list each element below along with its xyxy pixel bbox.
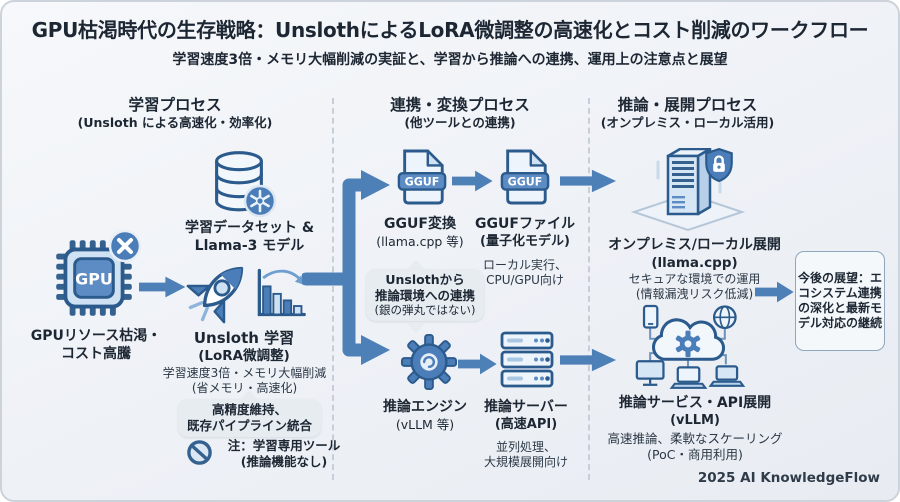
arrow-right-icon (452, 168, 494, 194)
bridge-callout-pointer-bottom (407, 323, 425, 333)
bridge-callout-pointer-top (407, 260, 425, 270)
gguf-file-detail: ローカル実行、 CPU/GPU向け (482, 258, 567, 287)
unsloth-detail: 学習速度3倍・メモリ大幅削減 (省メモリ・高速化) (162, 366, 327, 395)
fork-connector (302, 162, 397, 367)
gguf-file-icon: GGUF (499, 148, 551, 206)
arrow-right-icon (755, 279, 795, 305)
rocket-icon (180, 254, 256, 330)
speedup-chart-icon (250, 262, 308, 322)
column-title: 連携・変換プロセス (390, 96, 530, 114)
footer-credit: 2025 AI KnowledgeFlow (697, 470, 880, 486)
dataset-label: 学習データセット & Llama-3 モデル (184, 220, 315, 254)
column-title: 推論・展開プロセス (617, 96, 758, 114)
ai-model-badge-icon (243, 184, 277, 218)
column-subtitle: (オンプレミス・ローカル活用) (600, 115, 775, 131)
gguf-file-label: GGUFファイル (量子化モデル) (475, 216, 575, 249)
page-title: GPU枯渇時代の生存戦略：UnslothによるLoRA微調整の高速化とコスト削減… (31, 18, 869, 42)
secure-server-icon (628, 148, 748, 234)
error-badge-icon (108, 229, 142, 263)
column-divider (332, 98, 334, 480)
benefit-callout: 高精度維持、 既存パイプライン統合 (178, 399, 321, 438)
column-header-deployment: 推論・展開プロセス (オンプレミス・ローカル活用) (580, 96, 795, 131)
gguf-file-icon: GGUF (396, 148, 448, 206)
benefit-callout-pointer (240, 390, 258, 400)
gguf-badge-text: GGUF (508, 175, 543, 188)
column-subtitle: (Unsloth による高速化・効率化) (77, 115, 273, 131)
server-detail: 並列処理、 大規模展開向け (483, 440, 568, 469)
column-header-conversion: 連携・変換プロセス (他ツールとの連携) (350, 96, 570, 131)
gpu-shortage-label: GPUリソース枯渇・ コスト高騰 (30, 328, 162, 362)
column-divider (588, 98, 590, 480)
page-subtitle: 学習速度3倍・メモリ大幅削減の実証と、学習から推論への連携、運用上の注意点と展望 (172, 52, 728, 68)
service-detail: 高速推論、柔軟なスケーリング (PoC・商用利用) (607, 431, 783, 462)
shield-lock-icon (704, 148, 734, 182)
column-header-learning: 学習プロセス (Unsloth による高速化・効率化) (65, 96, 285, 131)
gguf-convert-label: GGUF変換 (llama.cpp 等) (376, 216, 464, 249)
column-title: 学習プロセス (128, 96, 222, 114)
arrow-right-icon (139, 274, 187, 300)
gpu-chip-text: GPU (75, 269, 113, 288)
onprem-detail: セキュアな環境での運用 (情報漏洩リスク低減) (628, 272, 761, 301)
note-label: 注：学習専用ツール (推論機能なし) (227, 438, 341, 469)
bridge-callout: Unslothから 推論環境への連携 (銀の弾丸ではない) (366, 269, 484, 321)
gpu-chip-icon: GPU (52, 236, 136, 320)
column-subtitle: (他ツールとの連携) (404, 115, 516, 131)
server-rack-icon (500, 331, 554, 389)
gguf-badge-text: GGUF (405, 175, 440, 188)
prohibition-icon (186, 439, 213, 466)
server-label: 推論サーバー (高速API) (484, 399, 568, 432)
unsloth-label: Unsloth 学習 (LoRA微調整) (193, 329, 295, 364)
arrow-right-icon (560, 346, 618, 374)
gear-icon (400, 333, 458, 391)
onprem-label: オンプレミス/ローカル展開 (llama.cpp) (608, 237, 781, 271)
cloud-network-icon (630, 304, 746, 394)
engine-label: 推論エンジン (vLLM 等) (383, 399, 467, 432)
service-label: 推論サービス・API展開 (vLLM) (618, 395, 772, 428)
arrow-right-icon (458, 351, 498, 377)
future-outlook-box: 今後の展望：エコシステム連携の深化と最新モデル対応の継続 (795, 251, 885, 351)
arrow-right-icon (560, 167, 618, 195)
